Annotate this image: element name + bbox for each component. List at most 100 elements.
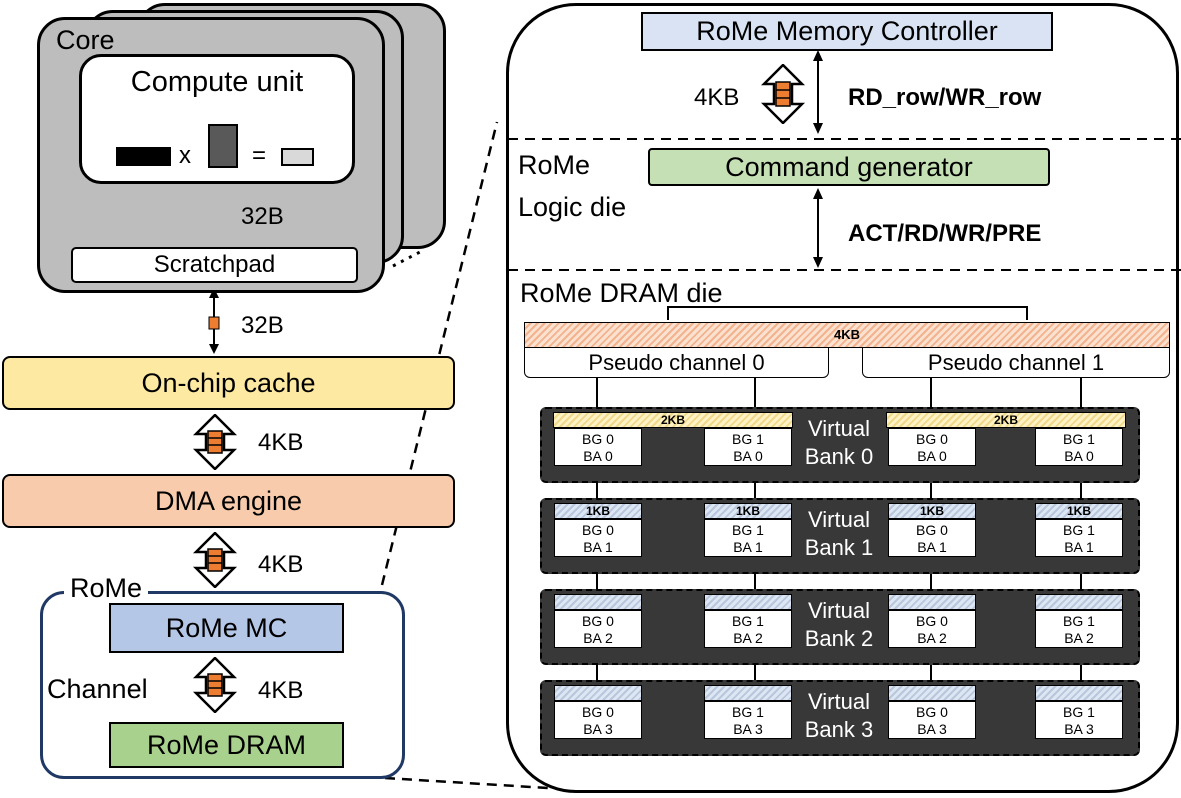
scratchpad: Scratchpad <box>71 247 358 283</box>
channel-bw-label: 4KB <box>258 677 304 704</box>
equals-sign: = <box>252 142 267 169</box>
bank-row-buffer <box>888 685 976 701</box>
rome-detail-panel <box>506 3 1179 793</box>
virtual-bank-label-line2: Bank 1 <box>804 535 874 560</box>
virtual-bank-label-line2: Bank 2 <box>804 626 874 651</box>
bank-address-label: BA 1 <box>583 539 613 555</box>
on-chip-cache: On-chip cache <box>2 356 455 410</box>
virtual-bank-label-line2: Bank 0 <box>804 444 874 469</box>
bank-group-label: BG 0 <box>582 613 614 629</box>
bank-group-label: BG 0 <box>916 613 948 629</box>
bank-group-label: BG 1 <box>732 704 764 720</box>
virtual-bank-label-line1: Virtual <box>808 689 870 714</box>
bank-address-label: BA 2 <box>917 630 947 646</box>
bank-row-buffer: 1KB <box>554 503 642 519</box>
bank-group-label: BG 1 <box>732 613 764 629</box>
bank-address-label: BA 3 <box>917 721 947 737</box>
bank-row-buffer <box>1035 594 1123 610</box>
bank-address-label: BA 1 <box>733 539 763 555</box>
core-bw-label: 32B <box>241 203 284 230</box>
bank-group-label: BG 0 <box>582 704 614 720</box>
rome-memory-controller-label: RoMe Memory Controller <box>696 16 998 46</box>
half-row-buffer: 2KB <box>553 412 793 428</box>
bank-address-label: BA 1 <box>1064 539 1094 555</box>
dma-bw-label: 4KB <box>258 429 304 456</box>
pseudo-channel-1: Pseudo channel 1 <box>862 347 1170 378</box>
zoom-line-bottom <box>384 776 549 790</box>
row-command-label: RD_row/WR_row <box>848 84 1042 111</box>
pseudo-channel-0: Pseudo channel 0 <box>524 347 829 378</box>
bank-row-buffer <box>704 594 792 610</box>
bank-group-label: BG 1 <box>1063 704 1095 720</box>
bank-group-label: BG 1 <box>1063 613 1095 629</box>
row-buffer-4kb: 4KB <box>524 322 1170 348</box>
virtual-bank-label-line2: Bank 3 <box>804 717 874 742</box>
rome-dram: RoMe DRAM <box>109 722 344 768</box>
rome-mc: RoMe MC <box>109 603 344 653</box>
bank-group-label: BG 0 <box>916 431 948 447</box>
on-chip-cache-label: On-chip cache <box>141 367 316 398</box>
double-arrow-icon <box>190 657 240 713</box>
dram-die-label: RoMe DRAM die <box>520 278 723 308</box>
virtual-bank-label-line1: Virtual <box>808 416 870 441</box>
virtual-bank-label-line1: Virtual <box>808 507 870 532</box>
bank-address-label: BA 0 <box>1064 448 1094 464</box>
logic-die-label: RoMe <box>518 150 591 180</box>
rome-group-label: RoMe <box>64 573 149 604</box>
pseudo-channel-1-label: Pseudo channel 1 <box>927 349 1105 375</box>
core-label: Core <box>56 25 115 55</box>
virtual-bank-label-line1: Virtual <box>808 598 870 623</box>
bank-row-buffer <box>554 685 642 701</box>
bank-address-label: BA 3 <box>733 721 763 737</box>
bank-group-label: BG 1 <box>1063 522 1095 538</box>
double-arrow-icon <box>190 414 240 470</box>
double-arrow-icon <box>760 64 806 124</box>
rome-group <box>40 591 405 779</box>
cache-link-marker <box>208 316 220 330</box>
controller-bw-label: 4KB <box>694 84 740 111</box>
rome-mc-label: RoMe MC <box>165 612 288 643</box>
compute-unit-label: Compute unit <box>130 66 304 98</box>
bank-row-buffer <box>888 594 976 610</box>
rome-dram-label: RoMe DRAM <box>146 729 307 760</box>
bank-row-buffer <box>704 685 792 701</box>
scratchpad-label: Scratchpad <box>153 251 276 278</box>
bank-address-label: BA 2 <box>583 630 613 646</box>
dma-engine-label: DMA engine <box>154 485 303 516</box>
cache-bw-label: 32B <box>241 312 284 339</box>
bank-address-label: BA 0 <box>917 448 947 464</box>
bank-group-label: BG 0 <box>582 522 614 538</box>
bank-group-label: BG 0 <box>916 704 948 720</box>
row-buffer-label: 4KB <box>833 327 860 342</box>
double-arrow-icon <box>190 532 240 588</box>
bank-row-buffer <box>554 594 642 610</box>
dma-engine: DMA engine <box>2 474 455 528</box>
times-sign: x <box>179 142 191 169</box>
matrix-c-icon <box>281 148 314 166</box>
channel-label: Channel <box>47 674 148 704</box>
bank-row-buffer <box>1035 685 1123 701</box>
bank-group-label: BG 1 <box>1063 431 1095 447</box>
pseudo-channel-bracket <box>667 306 1028 320</box>
zoom-line-top <box>380 121 499 586</box>
rome-memory-controller: RoMe Memory Controller <box>641 12 1053 51</box>
matrix-a-icon <box>116 147 171 166</box>
bank-address-label: BA 0 <box>733 448 763 464</box>
bank-address-label: BA 3 <box>1064 721 1094 737</box>
